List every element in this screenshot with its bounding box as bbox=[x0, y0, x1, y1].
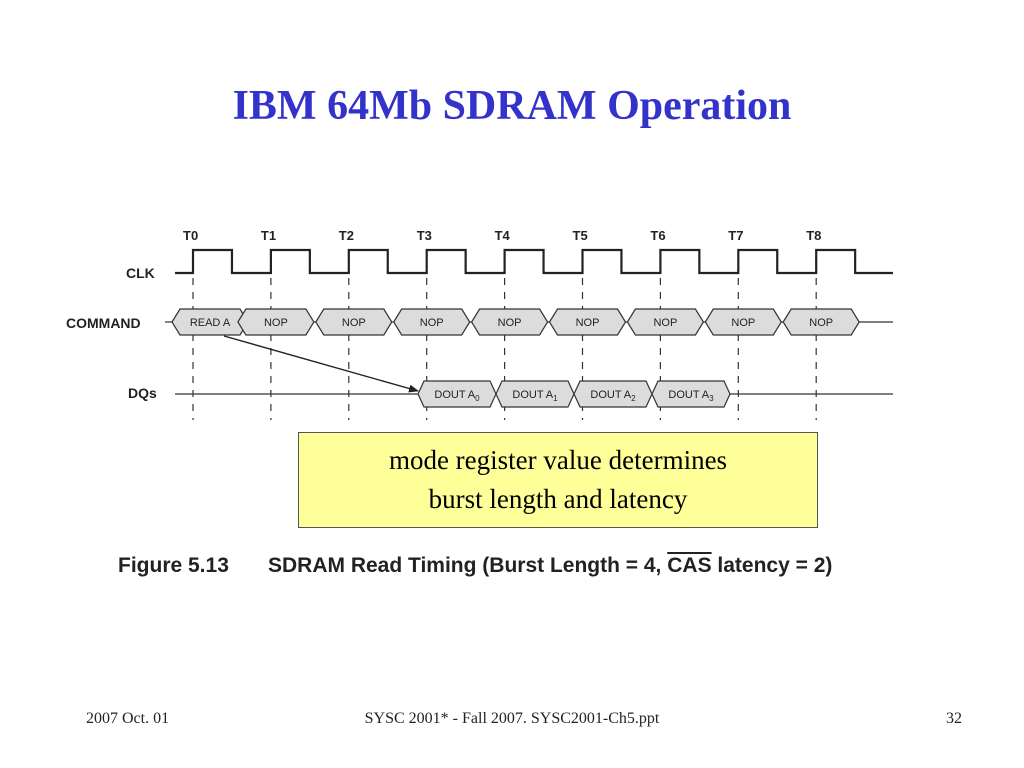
clock-label: T0 bbox=[183, 228, 198, 243]
note-line-1: mode register value determines bbox=[388, 444, 728, 475]
dq-label: DOUT A2 bbox=[590, 389, 636, 403]
command-label: NOP bbox=[420, 317, 444, 329]
note-box: mode register value determines burst len… bbox=[298, 432, 818, 528]
signal-label-command: COMMAND bbox=[66, 315, 141, 331]
footer-course: SYSC 2001* - Fall 2007. SYSC2001-Ch5.ppt bbox=[364, 710, 660, 727]
clock-label: T6 bbox=[650, 228, 665, 243]
command-label: NOP bbox=[498, 317, 522, 329]
note-line-2: burst length and latency bbox=[428, 484, 688, 514]
dq-row: DOUT A0 DOUT A1 DOUT A2 DOUT A3 bbox=[175, 380, 893, 408]
command-label: NOP bbox=[653, 317, 677, 329]
clock-label: T8 bbox=[806, 228, 821, 243]
clock-label: T4 bbox=[495, 228, 511, 243]
latency-arrow bbox=[223, 335, 419, 393]
caption-text-before: SDRAM Read Timing (Burst Length = 4, bbox=[268, 554, 668, 577]
clock-label: T3 bbox=[417, 228, 432, 243]
command-label: NOP bbox=[809, 317, 833, 329]
footer-date: 2007 Oct. 01 bbox=[86, 710, 170, 727]
caption-text-after: latency = 2) bbox=[711, 554, 833, 577]
clock-label: T7 bbox=[728, 228, 743, 243]
command-label: NOP bbox=[731, 317, 755, 329]
command-label: NOP bbox=[264, 317, 288, 329]
signal-label-dqs: DQs bbox=[128, 385, 157, 401]
clock-label: T1 bbox=[261, 228, 276, 243]
signal-label-clk: CLK bbox=[126, 265, 155, 281]
dq-label: DOUT A0 bbox=[434, 389, 480, 403]
clk-wave-path bbox=[175, 248, 893, 275]
command-label: NOP bbox=[576, 317, 600, 329]
command-row: READ A NOP NOP NOP NOP NOP NOP NOP NOP bbox=[165, 308, 893, 336]
clock-label: T5 bbox=[573, 228, 588, 243]
dq-label: DOUT A3 bbox=[668, 389, 714, 403]
command-label: READ A bbox=[190, 317, 231, 329]
slide-title: IBM 64Mb SDRAM Operation bbox=[232, 83, 792, 129]
figure-caption: Figure 5.13 SDRAM Read Timing (Burst Leng… bbox=[118, 554, 832, 578]
clock-label: T2 bbox=[339, 228, 354, 243]
footer-page-number: 32 bbox=[946, 710, 962, 727]
command-label: NOP bbox=[342, 317, 366, 329]
clk-waveform bbox=[175, 248, 893, 275]
dq-label: DOUT A1 bbox=[512, 389, 558, 403]
caption-cas-overlined: CAS bbox=[667, 554, 712, 577]
figure-number: Figure 5.13 bbox=[118, 554, 229, 577]
